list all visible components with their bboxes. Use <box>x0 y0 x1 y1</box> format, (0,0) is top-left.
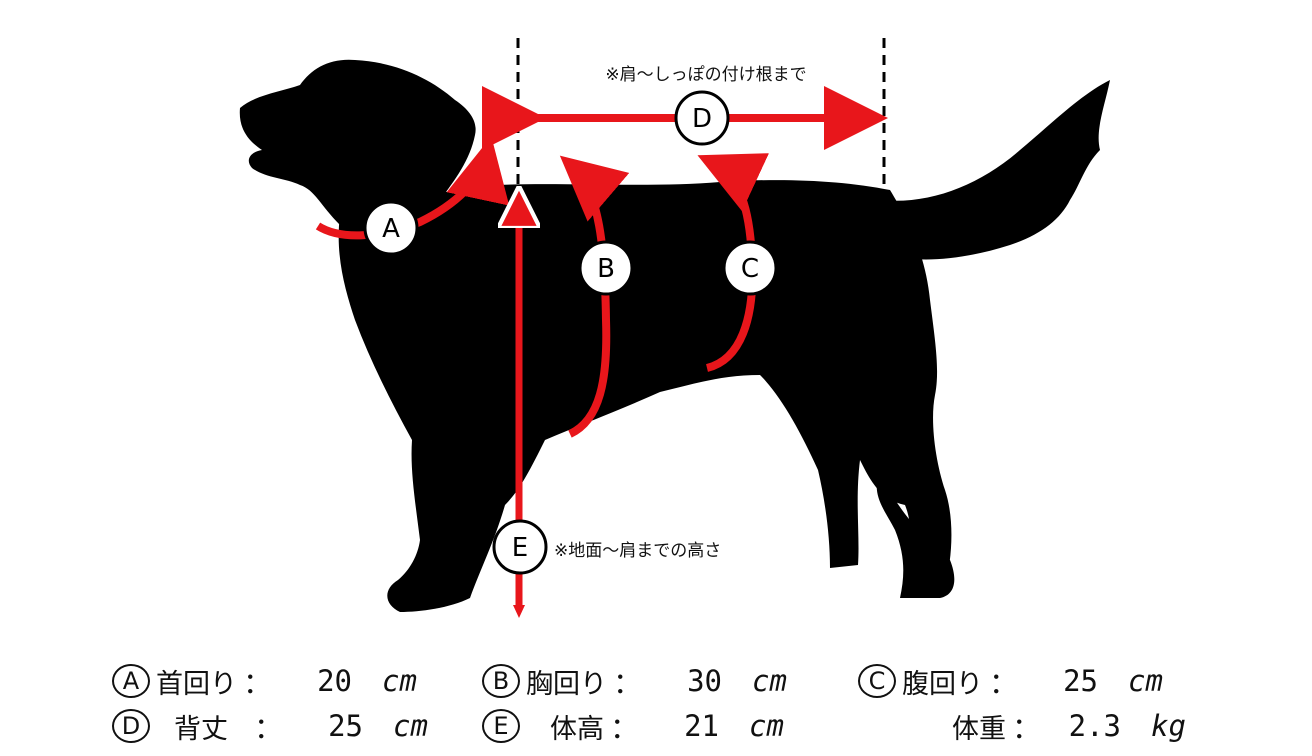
dog-silhouette <box>239 59 1110 612</box>
measurement-chest: B 胸回り ： 30 cm <box>482 660 787 702</box>
measurement-neck: A 首回り ： 20 cm <box>112 660 417 702</box>
measurement-label: 背丈 <box>174 713 228 745</box>
marker-e-letter: E <box>512 533 528 563</box>
measurement-separator: ： <box>610 711 640 745</box>
marker-d-letter: D <box>692 104 712 134</box>
chest-arrow <box>559 155 630 438</box>
measurement-weight: 体重 ： 2.3 kg <box>952 705 1186 747</box>
measurement-legend: A 首回り ： 20 cm B 胸回り ： 30 cm C 腹回り ： 25 c… <box>0 650 1312 756</box>
measurement-label: 体重 <box>952 713 1006 745</box>
measurement-waist: C 腹回り ： 25 cm <box>858 660 1163 702</box>
measure-a <box>315 136 510 240</box>
measurement-value: 2.3 <box>1068 709 1122 743</box>
badge-b: B <box>482 664 520 698</box>
marker-a-letter: A <box>382 214 400 244</box>
measurement-value: 25 <box>1063 664 1099 698</box>
measurement-label: 首回り <box>156 668 237 700</box>
measurement-separator: ： <box>254 711 284 745</box>
badge-e: E <box>482 709 520 743</box>
measurement-unit: cm <box>752 664 787 698</box>
measure-b <box>559 155 630 438</box>
marker-a: A <box>363 200 419 256</box>
measurement-separator: ： <box>1012 711 1042 745</box>
measurement-unit: cm <box>1128 664 1163 698</box>
badge-d: D <box>112 709 150 743</box>
marker-b-letter: B <box>597 254 615 284</box>
measurement-separator: ： <box>989 666 1019 700</box>
badge-a: A <box>112 664 150 698</box>
marker-d: D <box>674 90 730 146</box>
marker-e: E <box>492 519 548 575</box>
measurement-label: 腹回り <box>902 668 983 700</box>
dog-measurement-diagram: ※肩～しっぽの付け根まで ※地面～肩までの高さ A B C D E <box>239 38 1110 618</box>
marker-c: C <box>722 240 778 296</box>
marker-c-letter: C <box>741 254 759 284</box>
measurement-height: E 体高 ： 21 cm <box>482 705 784 747</box>
measurement-separator: ： <box>613 666 643 700</box>
measurement-unit: kg <box>1151 709 1186 743</box>
measurement-value: 20 <box>317 664 353 698</box>
measurement-back-length: D 背丈 ： 25 cm <box>112 705 428 747</box>
measurement-unit: cm <box>749 709 784 743</box>
back-length-note: ※肩～しっぽの付け根まで <box>605 65 806 85</box>
height-note: ※地面～肩までの高さ <box>554 541 721 561</box>
measurement-separator: ： <box>243 666 273 700</box>
measurement-value: 30 <box>687 664 723 698</box>
measurement-unit: cm <box>393 709 428 743</box>
neck-arrow <box>315 136 510 240</box>
measurement-unit: cm <box>382 664 417 698</box>
measurement-value: 25 <box>328 709 364 743</box>
measurement-label: 体高 <box>550 713 604 745</box>
marker-b: B <box>578 240 634 296</box>
badge-c: C <box>858 664 896 698</box>
measurement-label: 胸回り <box>526 668 607 700</box>
measurement-value: 21 <box>684 709 720 743</box>
